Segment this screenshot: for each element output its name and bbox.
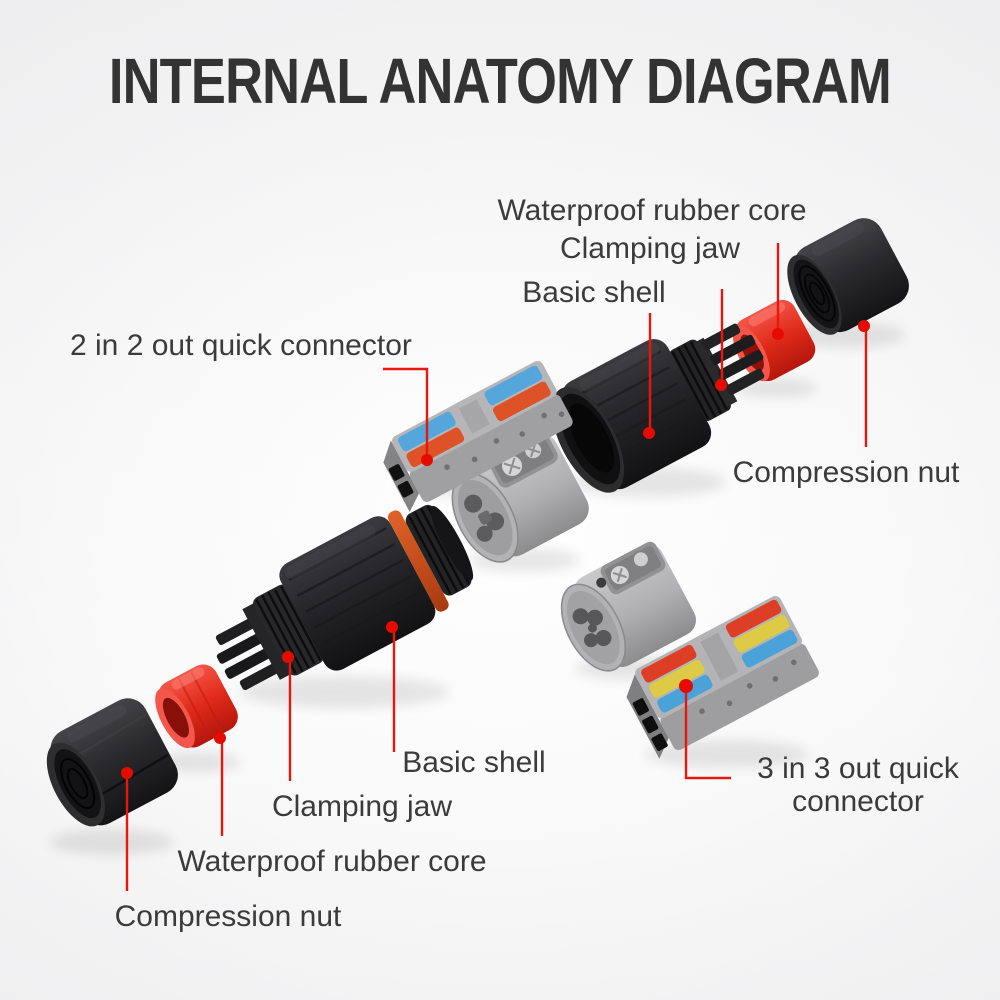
- wire-entry-hole: [397, 480, 414, 498]
- dot-top-clamping-jaw: [715, 379, 727, 391]
- core-cable-hole: [162, 697, 189, 738]
- red-lever: [725, 599, 782, 638]
- blue-lever: [741, 629, 798, 668]
- orange-lever: [493, 381, 551, 422]
- label-top-waterproof-rubber-core: Waterproof rubber core: [497, 194, 807, 227]
- dot-quick2: [421, 454, 433, 466]
- dot-top-rubber-core: [772, 328, 784, 340]
- blue-lever: [484, 365, 543, 406]
- leader-lines: [125, 243, 868, 891]
- nut-inner-threads: [60, 758, 96, 810]
- blue-lever: [657, 674, 713, 713]
- dot-quick3: [679, 679, 693, 693]
- holder-face-openings: [464, 494, 505, 542]
- leader-quick3: [684, 691, 731, 780]
- page-title-text: INTERNAL ANATOMY DIAGRAM: [108, 45, 892, 117]
- dot-bottom-compression-nut: [121, 767, 133, 779]
- dot-bottom-rubber-core: [214, 732, 226, 744]
- wire-entry-hole: [642, 715, 659, 734]
- bottom-rubber-core-part: [155, 664, 238, 749]
- label-3in3-line2: connector: [792, 785, 924, 818]
- dot-bottom-basic-shell: [386, 621, 398, 633]
- page-title: INTERNAL ANATOMY DIAGRAM: [0, 44, 1000, 118]
- label-top-compression-nut: Compression nut: [732, 456, 960, 489]
- dot-top-basic-shell: [643, 427, 655, 439]
- holder-face-holes: [572, 608, 612, 648]
- side-test-holes: [444, 411, 565, 470]
- label-bottom-waterproof-rubber-core: Waterproof rubber core: [177, 845, 487, 878]
- side-test-holes: [699, 659, 797, 715]
- dot-top-compression-nut: [858, 320, 870, 332]
- seal-ring: [387, 510, 449, 612]
- label-2in2-quick-connector: 2 in 2 out quick connector: [70, 329, 412, 362]
- bottom-compression-nut-part: [46, 698, 178, 827]
- quick-connector-3in3-part: [626, 596, 819, 759]
- wire-entry-hole: [651, 733, 668, 751]
- wire-entry-hole: [632, 698, 649, 716]
- label-bottom-compression-nut: Compression nut: [114, 900, 342, 933]
- red-lever: [641, 644, 697, 683]
- yellow-lever: [733, 614, 790, 653]
- label-bottom-basic-shell: Basic shell: [402, 746, 546, 779]
- connector-side-face: [409, 394, 573, 502]
- bottom-clamping-jaw-part: [215, 616, 282, 691]
- leader-quick2: [383, 367, 429, 456]
- shell-body: [279, 516, 436, 671]
- top-compression-nut-part: [787, 218, 909, 335]
- label-3in3-quick-connector: 3 in 3 out quick connector: [757, 752, 959, 818]
- terminal-screws: [596, 550, 650, 588]
- yellow-lever: [649, 659, 705, 698]
- dot-bottom-clamping-jaw: [282, 651, 294, 663]
- orange-lever: [406, 427, 465, 468]
- label-bottom-clamping-jaw: Clamping jaw: [271, 790, 453, 823]
- quick-connector-2in2-part: [383, 360, 573, 512]
- label-top-basic-shell: Basic shell: [522, 276, 666, 309]
- connector-levers: [641, 599, 798, 713]
- leader-dots: [121, 320, 870, 779]
- connector-side-face: [660, 643, 819, 750]
- wire-entry-hole: [388, 464, 405, 481]
- nut-inner-threads: [798, 265, 836, 322]
- bottom-basic-shell-part: [215, 504, 474, 691]
- bottom-terminal-holder-part: [560, 541, 696, 672]
- label-top-clamping-jaw: Clamping jaw: [559, 232, 741, 265]
- label-3in3-line1: 3 in 3 out quick: [757, 752, 959, 785]
- top-basic-shell-part: [551, 323, 765, 493]
